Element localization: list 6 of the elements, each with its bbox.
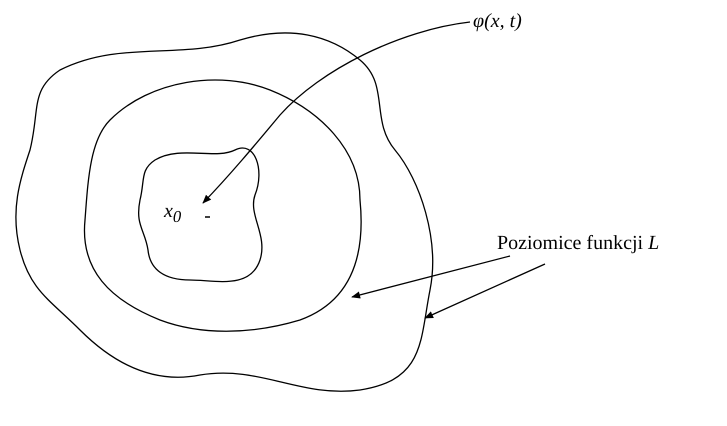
point-label: x$_{0}$ xyxy=(164,200,182,226)
arrow xyxy=(351,255,510,298)
annotation-text: Poziomice funkcji L xyxy=(497,232,660,254)
trajectory-label: φ(x, t) xyxy=(473,10,522,32)
arrow xyxy=(424,263,546,319)
trajectory-arrow xyxy=(202,21,470,204)
